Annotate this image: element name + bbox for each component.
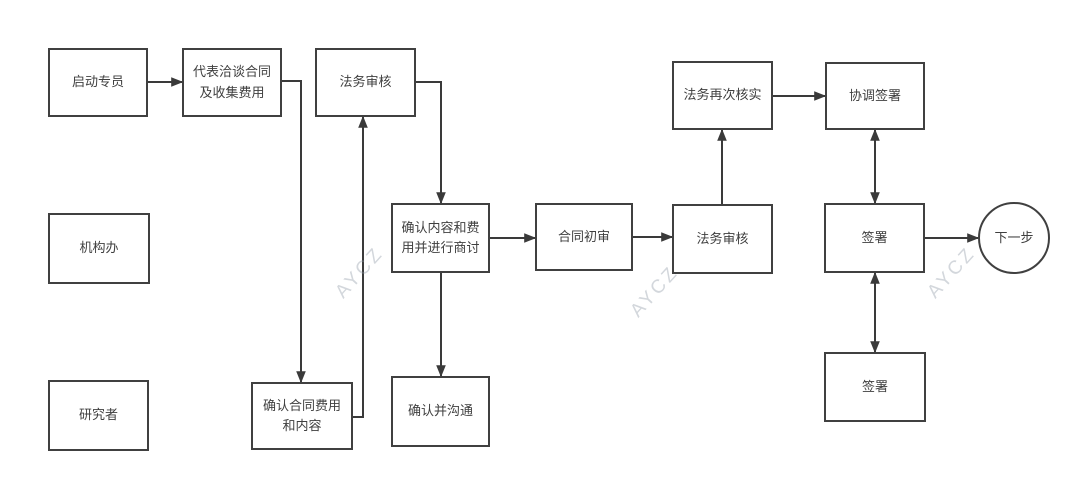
- node-label: 法务再次核实: [683, 87, 762, 103]
- node-confirm-communicate: 确认并沟通: [391, 376, 490, 447]
- node-institution-office: 机构办: [48, 213, 150, 284]
- node-label: 签署: [861, 378, 888, 394]
- node-legal-review-1: 法务审核: [315, 48, 416, 117]
- node-contract-initial-review: 合同初审: [535, 203, 633, 271]
- node-label: 法务审核: [696, 230, 749, 246]
- node-label: 法务审核: [339, 74, 392, 90]
- node-label: 代表洽谈合同及收集费用: [192, 64, 271, 100]
- node-next-step: 下一步: [978, 202, 1050, 274]
- node-negotiate-contract: 代表洽谈合同及收集费用: [182, 48, 282, 117]
- node-confirm-contract-fee: 确认合同费用和内容: [251, 382, 353, 450]
- node-label: 下一步: [994, 229, 1034, 245]
- node-label: 合同初审: [557, 228, 610, 244]
- node-label: 机构办: [79, 240, 119, 256]
- node-legal-recheck: 法务再次核实: [672, 61, 773, 130]
- node-legal-review-2: 法务审核: [672, 204, 773, 274]
- node-label: 确认内容和费用并进行商讨: [401, 219, 480, 255]
- node-label: 确认合同费用和内容: [262, 397, 341, 433]
- node-confirm-content-fee: 确认内容和费用并进行商讨: [391, 203, 490, 273]
- node-label: 研究者: [78, 407, 118, 423]
- node-label: 协调签署: [848, 87, 901, 103]
- edge-negotiate-to-confirm-fee: [282, 80, 306, 384]
- node-sign-middle: 签署: [824, 203, 925, 273]
- edge-legal-review-1-to-confirm-content: [416, 81, 446, 205]
- node-label: 启动专员: [71, 74, 124, 90]
- node-coordinate-sign: 协调签署: [825, 62, 925, 130]
- node-label: 签署: [861, 229, 888, 245]
- node-label: 确认并沟通: [407, 403, 473, 419]
- edge-confirm-fee-to-legal-review-1: [353, 115, 368, 418]
- node-start-specialist: 启动专员: [48, 48, 148, 117]
- node-researcher: 研究者: [48, 380, 149, 451]
- node-sign-bottom: 签署: [824, 352, 926, 422]
